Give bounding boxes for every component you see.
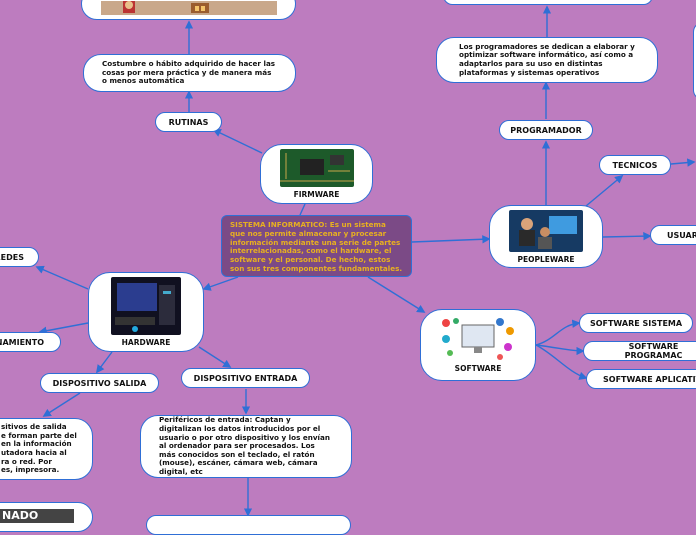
edge-hardware-almacenamiento xyxy=(38,322,89,335)
tecnicos-label: TECNICOS xyxy=(612,160,658,170)
edge-root-hardware xyxy=(202,276,239,291)
edge-firmware-rutinas xyxy=(212,129,263,154)
salida-desc-node[interactable]: sitivos de salida e forman parte del en … xyxy=(0,418,93,480)
software-apps-icon xyxy=(442,318,514,360)
root-sistema-informatico[interactable]: SISTEMA INFORMATICO: Es un sistema que n… xyxy=(221,215,412,277)
root-text: SISTEMA INFORMATICO: Es un sistema que n… xyxy=(230,220,403,273)
software-programacion-label: SOFTWARE PROGRAMAC xyxy=(624,342,683,360)
salida-desc-text: sitivos de salida e forman parte del en … xyxy=(1,422,77,475)
programador-label: PROGRAMADOR xyxy=(510,125,582,135)
costumbre-node[interactable]: Costumbre o hábito adquirido de hacer la… xyxy=(83,54,296,92)
edge-hardware-entrada xyxy=(198,346,232,368)
usuarios-node[interactable]: USUARI xyxy=(650,225,696,245)
programadores-desc-text: Los programadores se dedican a elaborar … xyxy=(459,41,635,77)
usuarios-label: USUARI xyxy=(667,230,696,240)
rutinas-node[interactable]: RUTINAS xyxy=(155,112,222,132)
tecnicos-node[interactable]: TECNICOS xyxy=(599,155,671,175)
entrada-desc-node[interactable]: Periféricos de entrada: Captan y digital… xyxy=(140,415,352,478)
software-aplicativo-node[interactable]: SOFTWARE APLICATIV xyxy=(586,369,696,389)
edge-software-aplicativo xyxy=(535,344,588,380)
edge-software-programacion xyxy=(535,344,585,356)
edge-hardware-redes xyxy=(35,265,89,290)
software-aplicativo-label: SOFTWARE APLICATIV xyxy=(603,374,696,384)
dispositivo-salida-node[interactable]: DISPOSITIVO SALIDA xyxy=(40,373,159,393)
circuit-board-icon xyxy=(279,149,354,187)
edge-peopleware-tecnicos xyxy=(585,174,624,207)
redes-node[interactable]: REDES xyxy=(0,247,39,267)
top-right-node[interactable] xyxy=(443,0,653,5)
bottom-banner-text: NADO xyxy=(2,509,39,522)
bottom-banner: NADO xyxy=(0,509,74,523)
edge-peopleware-usuarios xyxy=(602,231,652,241)
edge-root-peopleware xyxy=(411,235,491,244)
dispositivo-entrada-node[interactable]: DISPOSITIVO ENTRADA xyxy=(181,368,310,388)
edge-hardware-salida xyxy=(95,351,113,374)
computer-hardware-icon xyxy=(111,277,181,335)
firmware-node[interactable]: FIRMWARE xyxy=(260,144,373,204)
software-node[interactable]: SOFTWARE xyxy=(420,309,536,381)
programador-node[interactable]: PROGRAMADOR xyxy=(499,120,593,140)
software-sistema-label: SOFTWARE SISTEMA xyxy=(589,318,683,328)
dispositivo-entrada-label: DISPOSITIVO ENTRADA xyxy=(193,373,298,383)
entrada-desc-text: Periféricos de entrada: Captan y digital… xyxy=(159,415,330,477)
rutinas-label: RUTINAS xyxy=(168,117,209,127)
software-label: SOFTWARE xyxy=(454,364,502,373)
programadores-desc-node[interactable]: Los programadores se dedican a elaborar … xyxy=(436,37,658,83)
hardware-label: HARDWARE xyxy=(121,338,171,347)
edge-root-firmware xyxy=(299,203,306,216)
bottom-center-node[interactable] xyxy=(146,515,351,535)
software-programacion-node[interactable]: SOFTWARE PROGRAMAC xyxy=(583,341,696,361)
peopleware-node[interactable]: PEOPLEWARE xyxy=(489,205,603,268)
top-image-node[interactable] xyxy=(81,0,296,20)
connector-lines xyxy=(35,5,696,517)
almacenamiento-node[interactable]: ENAMIENTO xyxy=(0,332,61,352)
edge-salida-desc xyxy=(42,392,81,417)
almacenamiento-label: ENAMIENTO xyxy=(0,337,44,347)
peopleware-label: PEOPLEWARE xyxy=(517,254,575,264)
dispositivo-salida-label: DISPOSITIVO SALIDA xyxy=(52,378,147,388)
edge-root-software xyxy=(367,276,426,313)
cartoon-illustration-icon xyxy=(100,1,277,15)
firmware-label: FIRMWARE xyxy=(293,190,340,199)
costumbre-text: Costumbre o hábito adquirido de hacer la… xyxy=(102,59,276,86)
hardware-node[interactable]: HARDWARE xyxy=(88,272,204,352)
edge-software-sistema xyxy=(535,319,581,346)
redes-label: REDES xyxy=(0,252,24,262)
software-sistema-node[interactable]: SOFTWARE SISTEMA xyxy=(579,313,693,333)
edge-tecnicos-right xyxy=(670,158,696,167)
people-computers-icon xyxy=(509,209,583,252)
